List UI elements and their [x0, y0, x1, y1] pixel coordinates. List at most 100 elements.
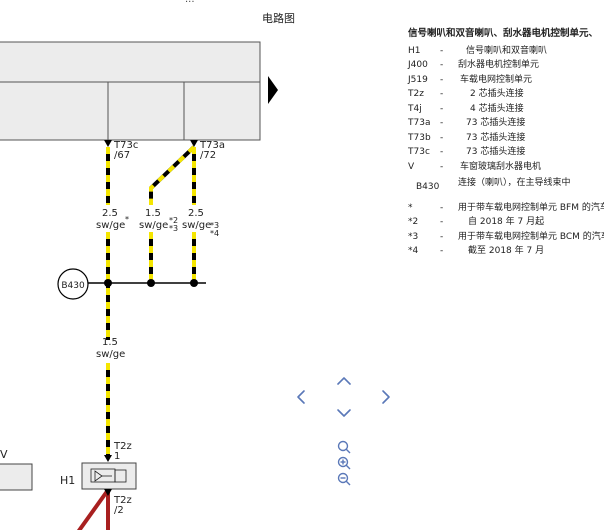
connector-t2z-bottom-pin: /2: [114, 505, 124, 516]
zoom-in-icon[interactable]: [337, 456, 351, 470]
legend-note-code: *: [408, 202, 413, 213]
legend-note-desc: 用于带车载电网控制单元 BCM 的汽车: [458, 231, 604, 242]
legend-desc: 信号喇叭和双音喇叭: [466, 45, 548, 56]
wire2-color: sw/ge: [139, 220, 168, 231]
wire1-color: sw/ge: [96, 220, 125, 231]
legend-code: J519: [408, 74, 428, 85]
zoom-reset-icon[interactable]: [337, 440, 351, 454]
connector-t73c-pin: /67: [114, 150, 130, 161]
legend-desc: 车载电网控制单元: [460, 74, 533, 85]
legend-desc: 73 芯插头连接: [466, 118, 526, 128]
wire4-size: 1.5: [102, 337, 118, 348]
legend-code: V: [408, 161, 415, 172]
legend-dash: -: [440, 103, 444, 114]
legend-title: 信号喇叭和双音喇叭、刮水器电机控制单元、: [408, 28, 599, 39]
wiper-motor-box[interactable]: [0, 463, 33, 491]
legend-dash: -: [440, 231, 444, 242]
legend-item: J400 - 刮水器电机控制单元: [408, 58, 604, 73]
wire1-size: 2.5: [102, 208, 118, 219]
legend-note-code: *2: [408, 217, 419, 227]
wire3-size: 2.5: [188, 208, 204, 219]
legend-code: T73a: [408, 118, 431, 128]
legend-item: V - 车窗玻璃刮水器电机: [408, 160, 604, 175]
zoom-out-icon[interactable]: [337, 472, 351, 486]
connector-pin-t73c: [104, 140, 112, 147]
splice-node: [104, 279, 112, 287]
legend-note: *3 - 用于带车载电网控制单元 BCM 的汽车: [408, 230, 604, 245]
legend-code: H1: [408, 45, 421, 56]
wire2-size: 1.5: [145, 208, 161, 219]
wire4-color: sw/ge: [96, 349, 125, 360]
continuation-arrow-icon: [268, 76, 278, 104]
legend-dash: -: [440, 89, 444, 99]
legend-code: T73c: [408, 147, 430, 157]
wiper-motor-label: V: [0, 448, 8, 461]
connector-t73c-name: T73c: [113, 140, 138, 151]
control-unit-box-bottom: [0, 81, 261, 141]
legend-code: T2z: [408, 89, 424, 99]
legend-item: T73b - 73 芯插头连接: [408, 131, 604, 146]
wire3-note-b: *4: [210, 229, 219, 238]
chevron-up-icon[interactable]: [337, 377, 351, 385]
legend-item: B430 连接（喇叭），在主导线束中: [408, 176, 604, 195]
legend-item: T4j - 4 芯插头连接: [408, 102, 604, 117]
legend-item: T73c - 73 芯插头连接: [408, 145, 604, 160]
b430-splice-label: B430: [61, 281, 85, 291]
wire1-note: *: [125, 215, 129, 224]
legend-note: *4 - 截至 2018 年 7 月: [408, 244, 604, 259]
legend-dash: -: [440, 147, 444, 157]
wire3-color: sw/ge: [182, 220, 211, 231]
legend-dash: -: [440, 118, 444, 128]
legend-dash: -: [440, 74, 444, 85]
legend-dash: -: [440, 132, 444, 143]
legend-code: T4j: [408, 103, 422, 114]
control-unit-box-top: [0, 41, 261, 83]
h1-label: H1: [60, 474, 75, 487]
legend-code: B430: [416, 182, 440, 192]
legend-note-code: *4: [408, 246, 419, 256]
legend-item: T73a - 73 芯插头连接: [408, 116, 604, 131]
chevron-down-icon[interactable]: [337, 409, 351, 417]
legend-dash: -: [440, 246, 444, 256]
connector-t2z-top-name: T2z: [113, 441, 132, 452]
legend-item: H1 - 信号喇叭和双音喇叭: [408, 44, 604, 59]
top-cut-text: ...: [185, 0, 195, 5]
legend-code: J400: [408, 60, 428, 70]
wire-group: [76, 145, 196, 530]
wire2-note-a: *2: [169, 216, 178, 225]
legend-note-desc: 用于带车载电网控制单元 BFM 的汽车: [458, 202, 604, 213]
legend-desc: 73 芯插头连接: [466, 147, 526, 157]
legend-note-code: *3: [408, 231, 419, 242]
legend-dash: -: [440, 202, 444, 213]
horn-symbol-icon: [94, 470, 103, 482]
legend-desc: 车窗玻璃刮水器电机: [460, 161, 542, 172]
wire2-note-b: *3: [169, 224, 178, 233]
legend-item: T2z - 2 芯插头连接: [408, 87, 604, 102]
legend-desc: 刮水器电机控制单元: [458, 60, 540, 70]
connector-t73a-name: T73a: [199, 140, 225, 151]
splice-node: [190, 279, 198, 287]
chevron-left-icon[interactable]: [297, 390, 305, 404]
page-title: 电路图: [262, 12, 295, 25]
b430-splice-circle[interactable]: [57, 268, 89, 300]
wire3-note-a: *3: [210, 221, 219, 230]
legend-note-desc: 截至 2018 年 7 月: [468, 246, 545, 256]
legend-desc: 连接（喇叭），在主导线束中: [458, 178, 571, 188]
connector-t73a-pin: /72: [200, 150, 216, 161]
legend-dash: -: [440, 217, 444, 227]
connector-t2z-top-pin: 1: [114, 451, 120, 462]
chevron-right-icon[interactable]: [382, 390, 390, 404]
connector-t2z-bottom-name: T2z: [113, 495, 132, 506]
legend-item: J519 - 车载电网控制单元: [408, 73, 604, 88]
legend-note: *2 - 自 2018 年 7 月起: [408, 215, 604, 230]
legend-dash: -: [440, 60, 444, 70]
legend-desc: 73 芯插头连接: [466, 132, 526, 143]
legend-code: T73b: [408, 132, 431, 143]
legend-note-desc: 自 2018 年 7 月起: [468, 217, 545, 227]
legend-panel: 信号喇叭和双音喇叭、刮水器电机控制单元、 H1 - 信号喇叭和双音喇叭 J400…: [408, 27, 604, 259]
legend-desc: 4 芯插头连接: [470, 103, 524, 114]
legend-dash: -: [440, 45, 444, 56]
splice-node: [147, 279, 155, 287]
legend-desc: 2 芯插头连接: [470, 89, 524, 99]
